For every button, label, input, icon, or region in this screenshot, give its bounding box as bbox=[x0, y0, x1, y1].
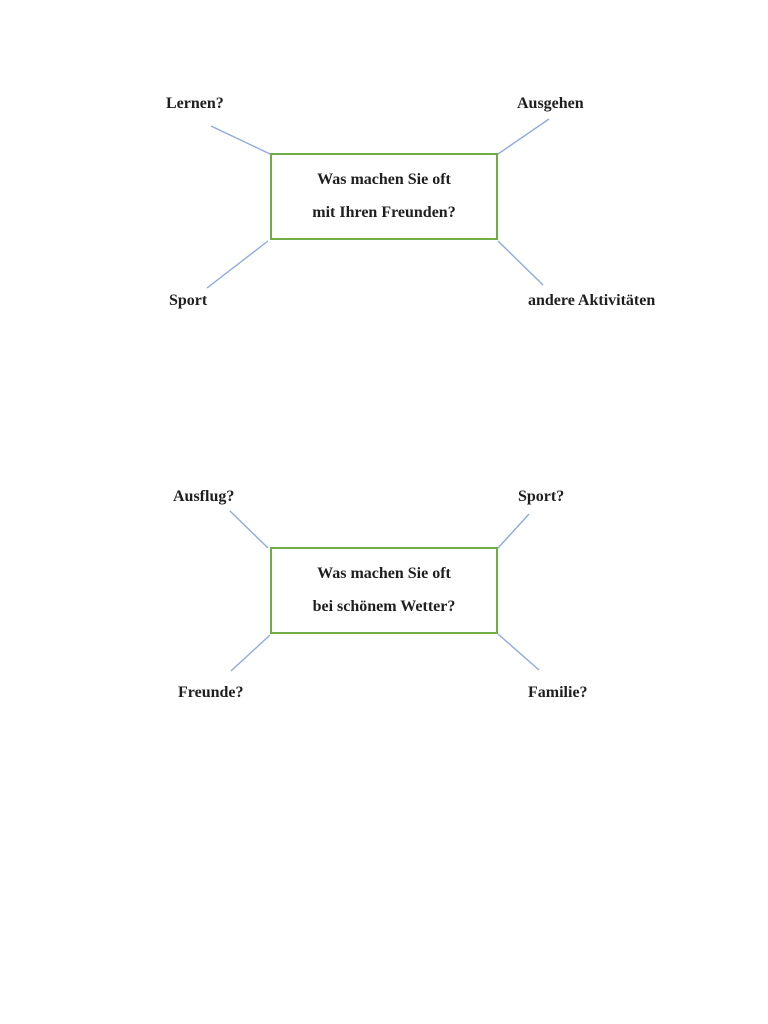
connector-line-d2-top-right bbox=[497, 513, 530, 549]
node-label-bottom-left: Sport bbox=[169, 292, 208, 309]
question-line-2: mit Ihren Freunden? bbox=[312, 204, 456, 221]
connector-line-d2-bottom-right bbox=[497, 633, 540, 671]
center-question-box: Was machen Sie oft bei schönem Wetter? bbox=[270, 547, 498, 634]
connector-line-d1-bottom-right bbox=[497, 240, 544, 286]
node-label-bottom-right: andere Aktivitäten bbox=[528, 292, 656, 309]
question-line-1: Was machen Sie oft bbox=[317, 171, 451, 188]
connector-line-d1-top-left bbox=[210, 125, 271, 155]
connector-line-d2-bottom-left bbox=[230, 634, 271, 672]
connector-line-d1-top-right bbox=[497, 118, 550, 155]
node-label-top-right: Sport? bbox=[518, 488, 565, 505]
node-label-top-left: Lernen? bbox=[166, 95, 224, 112]
connector-line-d2-top-left bbox=[229, 510, 269, 549]
center-question-box: Was machen Sie oft mit Ihren Freunden? bbox=[270, 153, 498, 240]
node-label-top-left: Ausflug? bbox=[173, 488, 235, 505]
node-label-top-right: Ausgehen bbox=[517, 95, 584, 112]
question-line-1: Was machen Sie oft bbox=[317, 565, 451, 582]
question-line-2: bei schönem Wetter? bbox=[312, 598, 456, 615]
connector-line-d1-bottom-left bbox=[206, 240, 269, 289]
node-label-bottom-left: Freunde? bbox=[178, 684, 244, 701]
node-label-bottom-right: Familie? bbox=[528, 684, 588, 701]
